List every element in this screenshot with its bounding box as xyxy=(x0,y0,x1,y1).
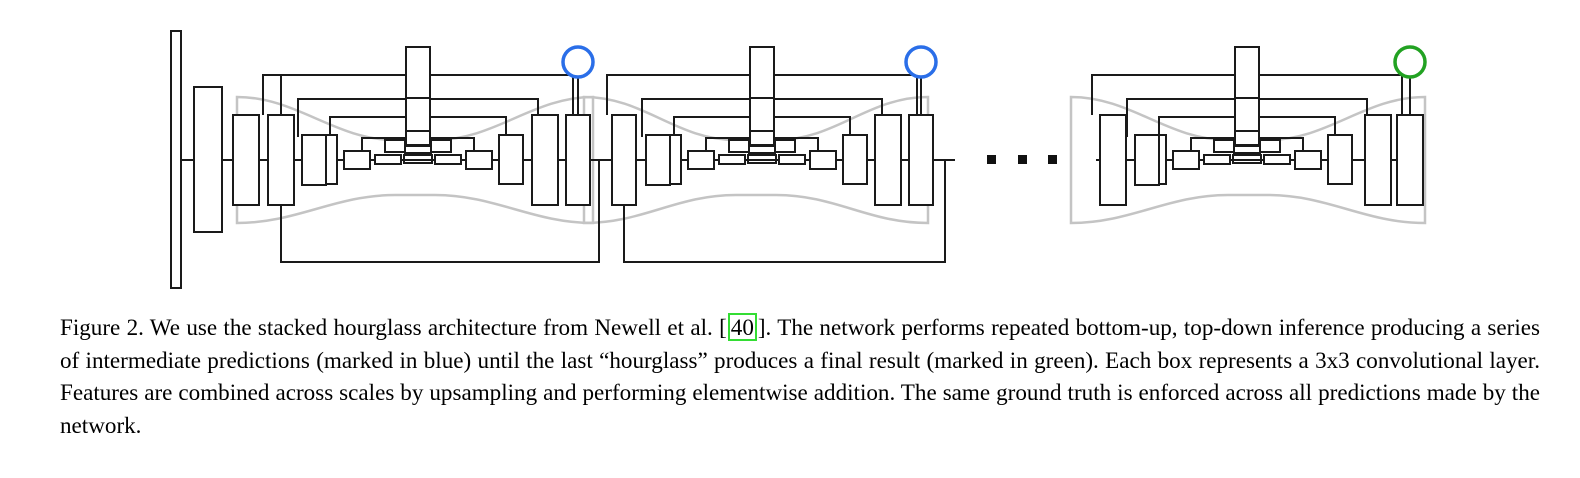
conv-layer-box xyxy=(430,139,452,153)
conv-layer-box xyxy=(1233,145,1261,154)
conv-layer-box xyxy=(465,150,493,170)
conv-layer-box xyxy=(748,145,776,154)
conv-layer-box xyxy=(232,114,260,206)
prediction-circle xyxy=(561,45,595,79)
ellipsis xyxy=(987,155,1057,164)
conv-layer-box xyxy=(1213,139,1235,153)
conv-layer-box xyxy=(749,46,775,99)
caption-text-before: We use the stacked hourglass architectur… xyxy=(143,314,727,340)
conv-layer-box xyxy=(403,159,433,164)
ellipsis-dot xyxy=(987,155,996,164)
conv-layer-box xyxy=(193,86,223,233)
conv-layer-box xyxy=(1396,114,1424,206)
conv-layer-box xyxy=(842,134,868,185)
conv-layer-box xyxy=(1234,130,1260,146)
skip-connection-line xyxy=(280,160,600,263)
conv-layer-box xyxy=(498,134,524,185)
conv-layer-box xyxy=(809,150,837,170)
ellipsis-dot xyxy=(1018,155,1027,164)
conv-layer-box xyxy=(1259,139,1281,153)
conv-layer-box xyxy=(405,46,431,99)
stacked-hourglass-diagram xyxy=(170,30,1427,289)
conv-layer-box xyxy=(1099,114,1127,206)
hourglass-outlines xyxy=(235,95,1427,225)
skip-connection-line xyxy=(623,160,946,263)
conv-layer-box xyxy=(1234,97,1260,132)
conv-layer-box xyxy=(687,150,715,170)
conv-layer-box xyxy=(267,114,295,206)
citation-link[interactable]: 40 xyxy=(727,313,757,341)
conv-layer-box xyxy=(405,130,431,146)
hourglass-outline xyxy=(582,95,930,225)
figure-label: Figure 2. xyxy=(60,314,144,340)
conv-layer-box xyxy=(1263,154,1291,165)
conv-layer-box xyxy=(301,134,327,186)
conv-layer-box xyxy=(1172,150,1200,170)
conv-layer-box xyxy=(774,139,796,153)
conv-layer-box xyxy=(1134,134,1160,186)
conv-layer-box xyxy=(874,114,902,206)
conv-layers xyxy=(170,30,1424,289)
figure-caption: Figure 2. We use the stacked hourglass a… xyxy=(60,311,1540,441)
conv-layer-box xyxy=(384,139,406,153)
conv-layer-box xyxy=(1327,134,1353,185)
conv-layer-box xyxy=(565,114,591,206)
conv-layer-box xyxy=(170,30,182,289)
caption-text-after: ]. The network performs repeated bottom-… xyxy=(60,314,1540,438)
conv-layer-box xyxy=(1364,114,1392,206)
conv-layer-box xyxy=(374,154,402,165)
hourglass-outline xyxy=(1069,95,1427,225)
conv-layer-box xyxy=(1234,46,1260,99)
conv-layer-box xyxy=(405,97,431,132)
conv-layer-box xyxy=(749,97,775,132)
conv-layer-box xyxy=(645,134,671,186)
prediction-circle xyxy=(904,45,938,79)
conv-layer-box xyxy=(1203,154,1231,165)
conv-layer-box xyxy=(749,130,775,146)
conv-layer-box xyxy=(728,139,750,153)
conv-layer-box xyxy=(778,154,806,165)
conv-layer-box xyxy=(747,159,777,164)
conv-layer-box xyxy=(404,145,432,154)
prediction-markers xyxy=(561,45,1427,79)
conv-layer-box xyxy=(434,154,462,165)
conv-layer-box xyxy=(908,114,934,206)
conv-layer-box xyxy=(1232,159,1262,164)
conv-layer-box xyxy=(1294,150,1322,170)
conv-layer-box xyxy=(343,150,371,170)
skip-connection-line xyxy=(280,74,428,115)
conv-layer-box xyxy=(531,114,559,206)
conv-layer-box xyxy=(718,154,746,165)
conv-layer-box xyxy=(611,114,637,206)
prediction-circle xyxy=(1393,45,1427,79)
ellipsis-dot xyxy=(1048,155,1057,164)
